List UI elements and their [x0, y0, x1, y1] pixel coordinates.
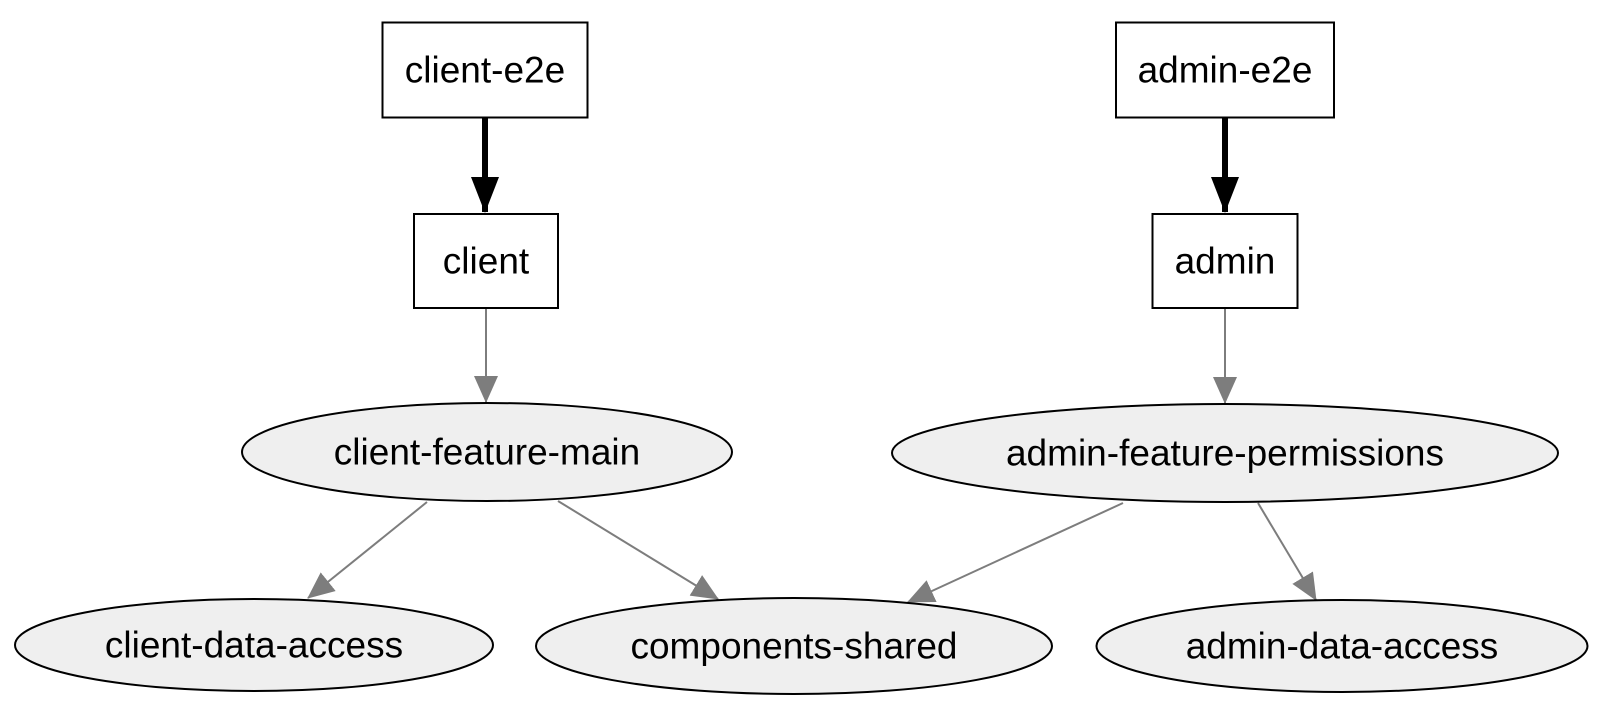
node-label: components-shared [630, 626, 957, 667]
node-client: client [413, 213, 559, 309]
edges-layer [307, 118, 1317, 603]
admin-rect-shape [1151, 213, 1299, 309]
node-label: admin [1175, 241, 1276, 282]
client-e2e-rect-shape [381, 21, 589, 119]
edge-admin-feature-permissions-to-components-shared [907, 502, 1124, 603]
edge-client-feature-main-to-components-shared [557, 500, 719, 600]
client-feature-main-ellipse-shape [241, 402, 733, 502]
node-admin: admin [1151, 213, 1299, 309]
node-label: client-e2e [405, 50, 565, 91]
node-label: admin-feature-permissions [1006, 433, 1444, 474]
node-components-shared: components-shared [535, 597, 1053, 695]
node-client-data-access: client-data-access [14, 598, 494, 692]
node-label: admin-data-access [1186, 626, 1499, 667]
node-label: client-feature-main [334, 432, 640, 473]
node-label: admin-e2e [1138, 50, 1313, 91]
node-admin-data-access: admin-data-access [1095, 599, 1589, 693]
client-data-access-ellipse-shape [14, 598, 494, 692]
node-client-e2e: client-e2e [381, 21, 589, 119]
client-rect-shape [413, 213, 559, 309]
node-admin-feature-permissions: admin-feature-permissions [891, 403, 1559, 503]
node-label: client [443, 241, 530, 282]
edge-client-feature-main-to-client-data-access [307, 501, 428, 599]
edge-admin-feature-permissions-to-admin-data-access [1257, 502, 1317, 601]
admin-feature-permissions-ellipse-shape [891, 403, 1559, 503]
admin-data-access-ellipse-shape [1095, 599, 1589, 693]
node-admin-e2e: admin-e2e [1115, 21, 1335, 119]
nodes-layer: client-e2e admin-e2e client admin client-fea… [14, 21, 1589, 695]
node-client-feature-main: client-feature-main [241, 402, 733, 502]
admin-e2e-rect-shape [1115, 21, 1335, 119]
components-shared-ellipse-shape [535, 597, 1053, 695]
node-label: client-data-access [105, 625, 403, 666]
